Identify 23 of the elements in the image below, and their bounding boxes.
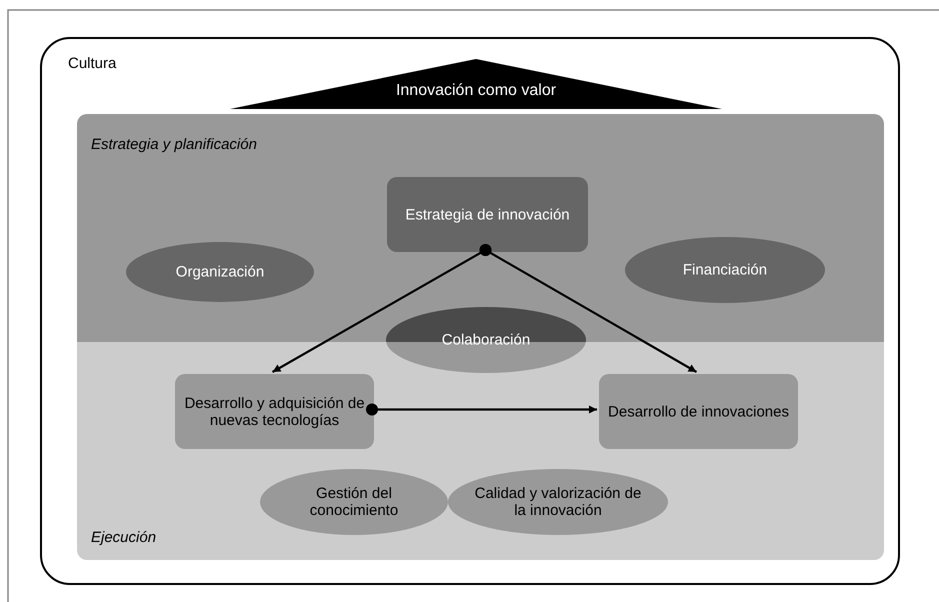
node-label: Organización (174, 263, 266, 281)
ellipse-node (386, 307, 586, 373)
node-label: Desarrollo y adquisición de nuevas tecnologías (183, 394, 366, 429)
node-label: Colaboración (440, 331, 532, 349)
arrow (366, 404, 597, 416)
roof-triangle (230, 59, 722, 109)
frame-heading: Cultura (68, 55, 116, 72)
node-label: Gestión del conocimiento (308, 484, 400, 520)
process-box (387, 177, 588, 252)
node-label: Desarrollo de innovaciones (607, 402, 790, 420)
process-box (599, 374, 798, 449)
node-label: Innovación como valor (394, 82, 558, 100)
node-label: Financiación (682, 261, 768, 279)
band-heading: Ejecución (91, 528, 156, 546)
node-label: Calidad y valorización de la innovación (474, 484, 642, 520)
ellipse-node (126, 242, 314, 302)
arrow (480, 244, 698, 373)
ellipse-node (448, 469, 668, 535)
process-box (175, 374, 374, 449)
ellipse-node (260, 469, 448, 535)
ellipse-node (625, 237, 825, 303)
band-heading: Estrategia y planificación (91, 136, 257, 154)
node-label: Estrategia de innovación (404, 206, 571, 224)
